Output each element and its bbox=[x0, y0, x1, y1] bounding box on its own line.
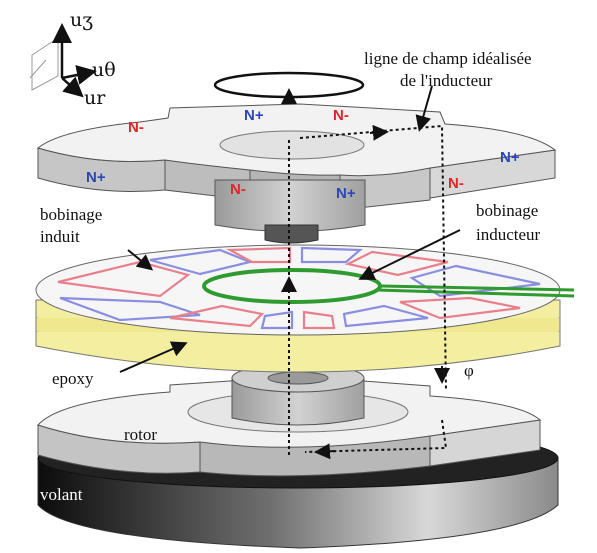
field-arrows bbox=[281, 88, 450, 460]
axis-r-label: ur bbox=[84, 87, 106, 109]
pole-n-plus: N+ bbox=[500, 149, 520, 166]
flux-label: φ bbox=[464, 361, 474, 380]
pole-markers: N- N+ N- N+ N- N+ N+ N- bbox=[86, 107, 520, 202]
axis-theta-label: uθ bbox=[92, 59, 116, 81]
pole-n-plus: N+ bbox=[86, 169, 106, 186]
inductor-winding-label-2: inducteur bbox=[476, 225, 541, 244]
armature-winding-label: bobinage bbox=[40, 205, 102, 224]
pole-n-minus: N- bbox=[448, 175, 464, 192]
ideal-field-line-label: ligne de champ idéalisée bbox=[364, 49, 532, 68]
leader-lines bbox=[119, 85, 461, 373]
armature-coils bbox=[57, 246, 541, 330]
rotor-label: rotor bbox=[124, 425, 157, 444]
flywheel-label: volant bbox=[40, 485, 83, 504]
stator-disc bbox=[35, 244, 561, 373]
pole-n-plus: N+ bbox=[244, 107, 264, 124]
epoxy-label: epoxy bbox=[52, 369, 94, 388]
field-path bbox=[288, 124, 448, 455]
armature-winding-label-2: induit bbox=[40, 227, 80, 246]
pole-n-minus: N- bbox=[230, 181, 246, 198]
axis-z-label: uʒ bbox=[70, 9, 93, 31]
labels: ligne de champ idéalisée de l'inducteur … bbox=[40, 49, 541, 504]
ideal-field-line-label-2: de l'inducteur bbox=[400, 71, 493, 90]
inductor-winding-label: bobinage bbox=[476, 201, 538, 220]
upper-rotor bbox=[36, 103, 557, 244]
pole-n-minus: N- bbox=[333, 107, 349, 124]
pole-n-plus: N+ bbox=[336, 185, 356, 202]
axis-triad: uʒ uθ ur bbox=[29, 9, 116, 109]
inductor-coil bbox=[202, 268, 575, 304]
pole-n-minus: N- bbox=[128, 119, 144, 136]
